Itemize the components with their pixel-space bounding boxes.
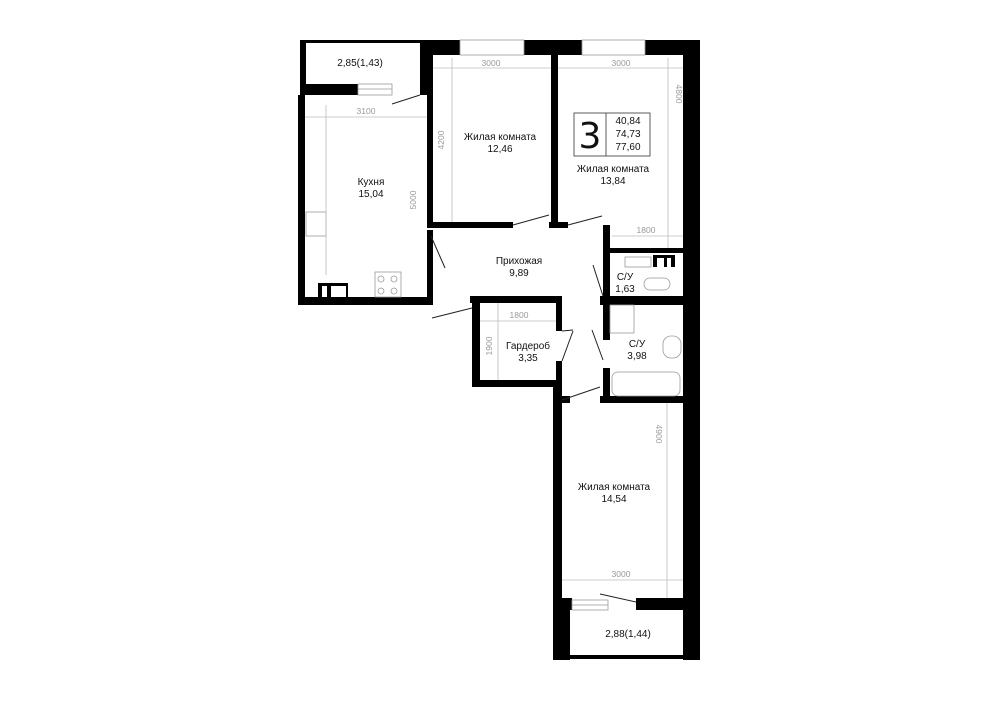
living1-label: Жилая комната	[464, 132, 537, 143]
windows	[357, 39, 646, 611]
living1-width: 3000	[482, 58, 501, 68]
living3-width: 3000	[612, 569, 631, 579]
hall-label: Прихожая	[496, 256, 542, 267]
living3-label: Жилая комната	[578, 482, 651, 493]
kitchen-width: 3100	[357, 106, 376, 116]
wardrobe-label: Гардероб	[506, 340, 550, 352]
dimension-lines	[305, 58, 683, 598]
bath1-label: С/У	[617, 272, 634, 283]
living3-height: 4900	[654, 425, 664, 444]
wardrobe-width: 1800	[510, 310, 529, 320]
kitchen-area: 15,04	[358, 189, 383, 200]
summary-badge: 3 40,84 74,73 77,60	[573, 112, 651, 157]
doors	[391, 94, 637, 603]
living2-area: 13,84	[600, 176, 625, 187]
balcony-top-area: 2,85(1,43)	[337, 58, 383, 69]
living1-area: 12,46	[487, 144, 512, 155]
bath2-area: 3,98	[627, 351, 647, 362]
hall-area: 9,89	[509, 268, 529, 279]
total-area-with-balconies: 77,60	[615, 142, 640, 153]
dimension-labels: 3000 4200 3000 4800 1800 3100 5000 1800 …	[357, 58, 684, 579]
kitchen-height: 5000	[408, 190, 418, 209]
living2-label: Жилая комната	[577, 164, 650, 175]
living2-width2: 1800	[637, 225, 656, 235]
balcony-bottom-area: 2,88(1,44)	[605, 629, 651, 640]
living-area: 40,84	[615, 116, 640, 127]
wardrobe-height: 1900	[484, 336, 494, 355]
bath1-area: 1,63	[615, 284, 635, 295]
bath2-label: С/У	[629, 339, 646, 350]
living2-height: 4800	[674, 85, 684, 104]
living3-area: 14,54	[601, 494, 626, 505]
living1-height: 4200	[436, 130, 446, 149]
kitchen-label: Кухня	[358, 177, 385, 188]
wardrobe-area: 3,35	[518, 353, 538, 364]
room-areas: 2,85(1,43) Кухня 15,04 Жилая комната 12,…	[337, 58, 651, 640]
living2-width: 3000	[612, 58, 631, 68]
walls	[298, 40, 700, 660]
rooms-count: 3	[579, 116, 602, 157]
total-area: 74,73	[615, 129, 640, 140]
